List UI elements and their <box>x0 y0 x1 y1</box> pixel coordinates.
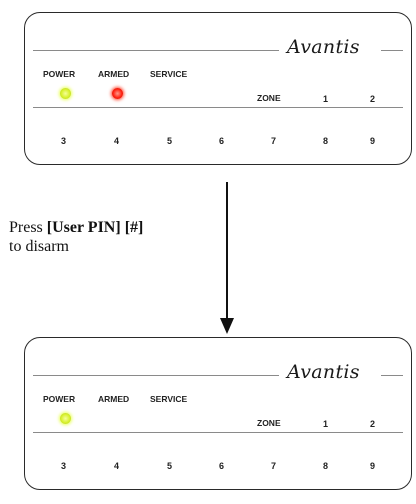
keypad-panel-armed: Avantis POWER ARMED SERVICE ZONE 1 2 3 4… <box>24 12 412 165</box>
divider-line <box>381 50 403 51</box>
disarm-instruction: Press [User PIN] [#] to disarm <box>9 218 143 256</box>
armed-label: ARMED <box>98 394 130 404</box>
brand-logo: Avantis <box>287 36 360 58</box>
divider-line <box>33 50 279 51</box>
zone-label: ZONE <box>257 93 281 103</box>
down-arrow-icon <box>220 182 234 334</box>
key-4: 4 <box>114 136 120 146</box>
key-9: 9 <box>370 461 376 471</box>
key-6: 6 <box>219 136 225 146</box>
divider-line <box>381 375 403 376</box>
keypad-panel-disarmed: Avantis POWER ARMED SERVICE ZONE 1 2 3 4… <box>24 337 412 490</box>
key-3: 3 <box>61 136 67 146</box>
key-3: 3 <box>61 461 67 471</box>
power-led-icon <box>60 413 71 424</box>
instruction-suffix: to disarm <box>9 238 69 255</box>
key-8: 8 <box>323 136 329 146</box>
key-7: 7 <box>271 136 277 146</box>
divider-line <box>33 432 403 433</box>
key-9: 9 <box>370 136 376 146</box>
divider-line <box>33 375 279 376</box>
armed-led-icon <box>112 88 123 99</box>
instruction-command: [User PIN] [#] <box>46 219 144 236</box>
armed-label: ARMED <box>98 69 130 79</box>
power-label: POWER <box>43 69 76 79</box>
key-7: 7 <box>271 461 277 471</box>
zone-label: ZONE <box>257 418 281 428</box>
key-6: 6 <box>219 461 225 471</box>
divider-line <box>33 107 403 108</box>
instruction-prefix: Press <box>9 219 43 236</box>
service-label: SERVICE <box>150 394 188 404</box>
zone-number: 2 <box>370 419 376 429</box>
service-label: SERVICE <box>150 69 188 79</box>
zone-number: 1 <box>323 94 329 104</box>
brand-logo: Avantis <box>287 361 360 383</box>
zone-number: 2 <box>370 94 376 104</box>
key-5: 5 <box>167 136 173 146</box>
key-8: 8 <box>323 461 329 471</box>
zone-number: 1 <box>323 419 329 429</box>
power-label: POWER <box>43 394 76 404</box>
key-4: 4 <box>114 461 120 471</box>
key-5: 5 <box>167 461 173 471</box>
power-led-icon <box>60 88 71 99</box>
